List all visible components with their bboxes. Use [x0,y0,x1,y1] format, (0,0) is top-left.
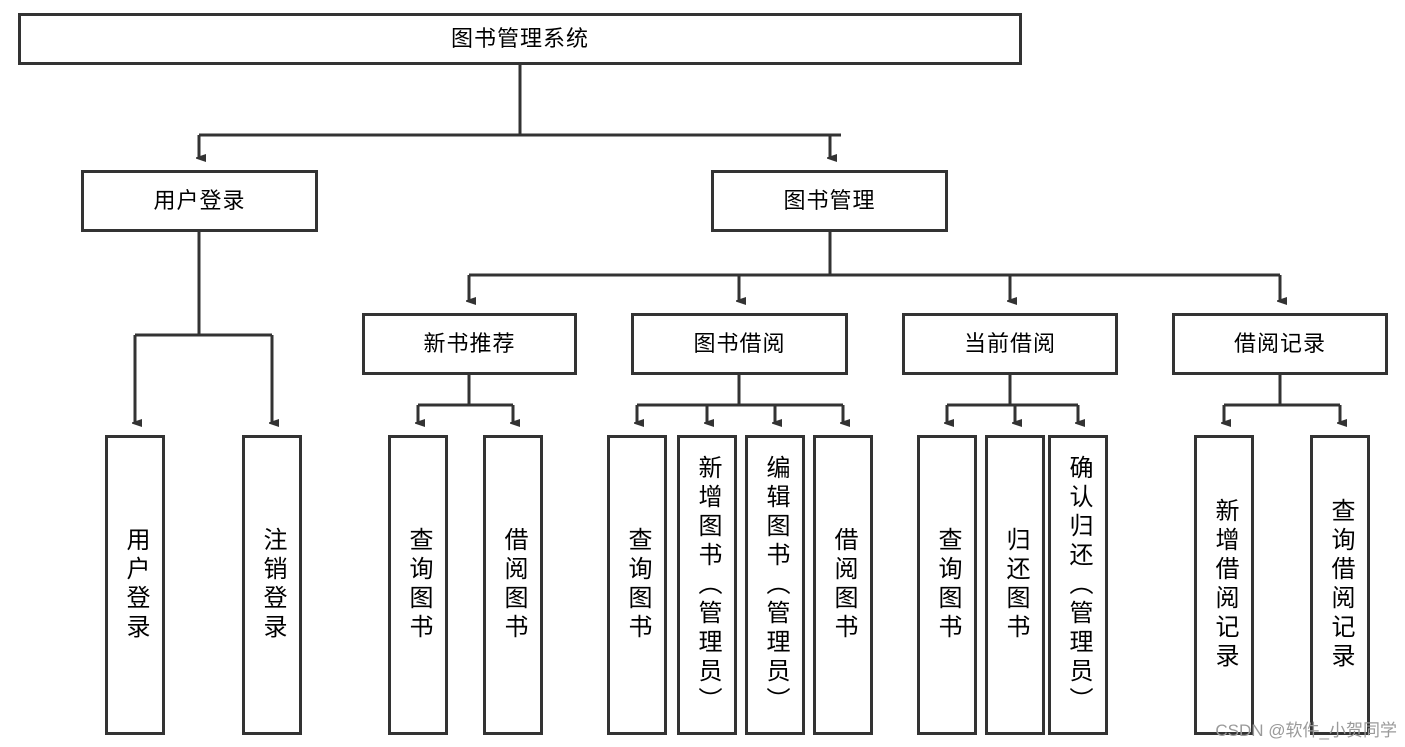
node-leaf-query-book-cur-label: 查询图书 [934,527,961,643]
node-leaf-query-book-rec-label: 查询图书 [405,527,432,643]
node-leaf-query-book-borrow[interactable]: 查询图书 [607,435,667,735]
node-borrow-record[interactable]: 借阅记录 [1172,313,1388,375]
node-leaf-query-book-cur[interactable]: 查询图书 [917,435,977,735]
node-leaf-return-book[interactable]: 归还图书 [985,435,1045,735]
node-leaf-confirm-return-label: 确认归还（管理员） [1065,454,1092,716]
node-leaf-edit-book-label: 编辑图书（管理员） [762,454,789,716]
node-current-borrow[interactable]: 当前借阅 [902,313,1118,375]
node-root-label: 图书管理系统 [450,25,589,51]
node-leaf-user-login-label: 用户登录 [122,527,149,643]
node-leaf-query-book-borrow-label: 查询图书 [624,527,651,643]
node-book-borrow-label: 图书借阅 [693,330,786,356]
node-leaf-borrow-book-rec[interactable]: 借阅图书 [483,435,543,735]
node-user-login-label: 用户登录 [153,187,246,213]
node-leaf-logout-label: 注销登录 [259,527,286,643]
node-leaf-borrow-book-label: 借阅图书 [830,527,857,643]
node-book-manage-label: 图书管理 [783,187,876,213]
node-leaf-query-book-rec[interactable]: 查询图书 [388,435,448,735]
node-book-manage[interactable]: 图书管理 [711,170,948,232]
node-leaf-logout[interactable]: 注销登录 [242,435,302,735]
node-new-book-rec[interactable]: 新书推荐 [362,313,577,375]
node-leaf-add-book-label: 新增图书（管理员） [694,454,721,716]
node-leaf-borrow-book[interactable]: 借阅图书 [813,435,873,735]
node-leaf-add-record-label: 新增借阅记录 [1211,498,1238,672]
node-book-borrow[interactable]: 图书借阅 [631,313,848,375]
node-leaf-confirm-return[interactable]: 确认归还（管理员） [1048,435,1108,735]
node-leaf-edit-book[interactable]: 编辑图书（管理员） [745,435,805,735]
node-leaf-user-login[interactable]: 用户登录 [105,435,165,735]
node-current-borrow-label: 当前借阅 [963,330,1056,356]
node-root[interactable]: 图书管理系统 [18,13,1022,65]
node-leaf-query-record-label: 查询借阅记录 [1327,498,1354,672]
node-leaf-add-record[interactable]: 新增借阅记录 [1194,435,1254,735]
node-new-book-rec-label: 新书推荐 [423,330,516,356]
watermark-text: CSDN @软件_小贺同学 [1215,721,1397,740]
node-borrow-record-label: 借阅记录 [1233,330,1326,356]
node-leaf-return-book-label: 归还图书 [1002,527,1029,643]
node-user-login[interactable]: 用户登录 [81,170,318,232]
node-leaf-borrow-book-rec-label: 借阅图书 [500,527,527,643]
node-leaf-query-record[interactable]: 查询借阅记录 [1310,435,1370,735]
node-leaf-add-book[interactable]: 新增图书（管理员） [677,435,737,735]
